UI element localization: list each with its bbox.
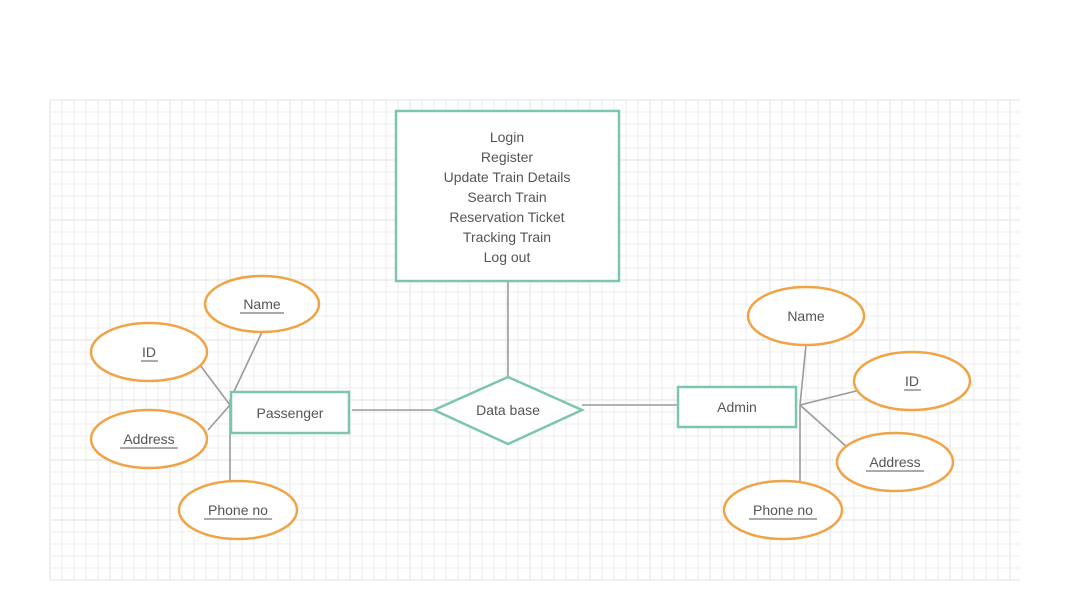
admin-attr-address-label: Address <box>869 454 920 470</box>
connector-passenger-address <box>207 404 231 431</box>
function-update-train-details: Update Train Details <box>444 169 571 185</box>
admin-attr-name-label: Name <box>787 308 825 324</box>
connector-admin-name <box>799 344 807 406</box>
admin-attr-address[interactable]: Address <box>835 431 955 493</box>
connector-passenger-id <box>199 364 231 406</box>
admin-label: Admin <box>717 399 757 415</box>
function-register: Register <box>481 149 533 165</box>
admin-attr-id-label: ID <box>905 373 919 389</box>
database-relationship[interactable]: Data base <box>430 375 586 446</box>
passenger-attr-id-label: ID <box>142 344 156 360</box>
admin-entity[interactable]: Admin <box>676 385 798 429</box>
passenger-attr-phone-label: Phone no <box>208 502 268 518</box>
connector-admin-address <box>799 404 849 449</box>
function-login: Login <box>490 129 524 145</box>
passenger-attr-name[interactable]: Name <box>203 274 321 334</box>
passenger-attr-id[interactable]: ID <box>89 321 209 383</box>
functions-box[interactable]: Login Register Update Train Details Sear… <box>394 109 621 283</box>
passenger-label: Passenger <box>257 405 324 421</box>
passenger-attr-address[interactable]: Address <box>89 408 209 470</box>
passenger-attr-phone[interactable]: Phone no <box>177 479 299 541</box>
function-search-train: Search Train <box>467 189 546 205</box>
function-log-out: Log out <box>484 249 531 265</box>
connector-admin-id <box>799 389 861 406</box>
admin-attr-phone[interactable]: Phone no <box>722 479 844 541</box>
passenger-attr-name-label: Name <box>243 296 281 312</box>
database-label: Data base <box>476 402 540 418</box>
function-reservation-ticket: Reservation Ticket <box>449 209 564 225</box>
passenger-entity[interactable]: Passenger <box>229 390 351 435</box>
admin-attr-id[interactable]: ID <box>852 350 972 412</box>
connector-passenger-name <box>229 331 263 401</box>
admin-attr-name[interactable]: Name <box>746 285 866 347</box>
function-tracking-train: Tracking Train <box>463 229 551 245</box>
passenger-attr-address-label: Address <box>123 431 174 447</box>
connectors <box>199 282 861 482</box>
admin-attr-phone-label: Phone no <box>753 502 813 518</box>
